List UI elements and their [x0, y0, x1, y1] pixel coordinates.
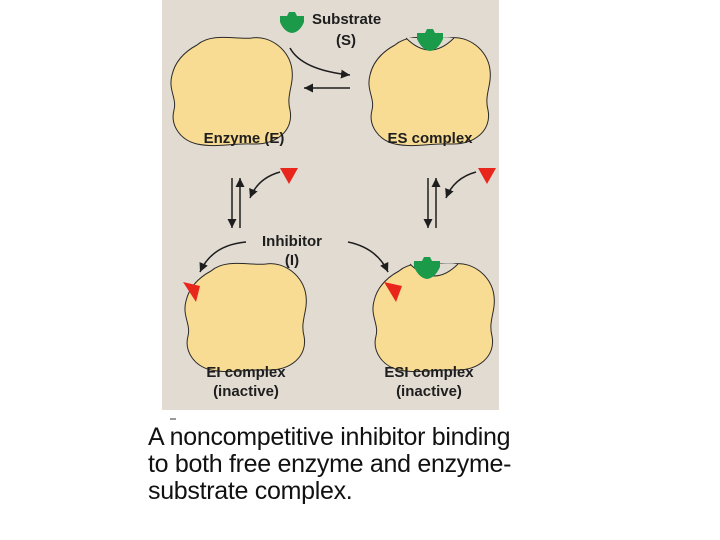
arrow-inhibitor-left-in	[250, 172, 280, 198]
figure-caption: A noncompetitive inhibitor binding to bo…	[148, 424, 528, 505]
arrow-inhibitor-right-in	[446, 172, 476, 198]
esi-complex-blob	[373, 263, 494, 371]
arrow-inhibitor-to-esi	[348, 242, 388, 272]
inhibitor-symbol-label: (I)	[247, 252, 337, 270]
caption-line-2: to both free enzyme and enzyme-	[148, 451, 528, 478]
inhibitor-free-left	[280, 168, 298, 184]
diagram-graphics	[162, 0, 499, 410]
caption-line-3: substrate complex.	[148, 478, 528, 505]
esi-complex-label: ESI complex	[366, 364, 492, 382]
caption-line-1: A noncompetitive inhibitor binding	[148, 424, 528, 451]
substrate-free	[280, 12, 304, 33]
substrate-label: Substrate	[312, 11, 381, 29]
ei-complex-label: EI complex	[186, 364, 306, 382]
enzyme-label: Enzyme (E)	[184, 130, 304, 148]
ei-inactive-label: (inactive)	[186, 383, 306, 401]
substrate-symbol-label: (S)	[336, 32, 356, 50]
inhibitor-label: Inhibitor	[247, 233, 337, 251]
enzyme-inhibition-diagram: Substrate (S) Enzyme (E) ES complex Inhi…	[162, 0, 499, 410]
inhibitor-free-right	[478, 168, 496, 184]
es-complex-label: ES complex	[370, 130, 490, 148]
esi-inactive-label: (inactive)	[366, 383, 492, 401]
arrow-s-binding	[290, 48, 350, 75]
ei-complex-blob	[185, 263, 306, 371]
small-mark	[170, 418, 176, 420]
